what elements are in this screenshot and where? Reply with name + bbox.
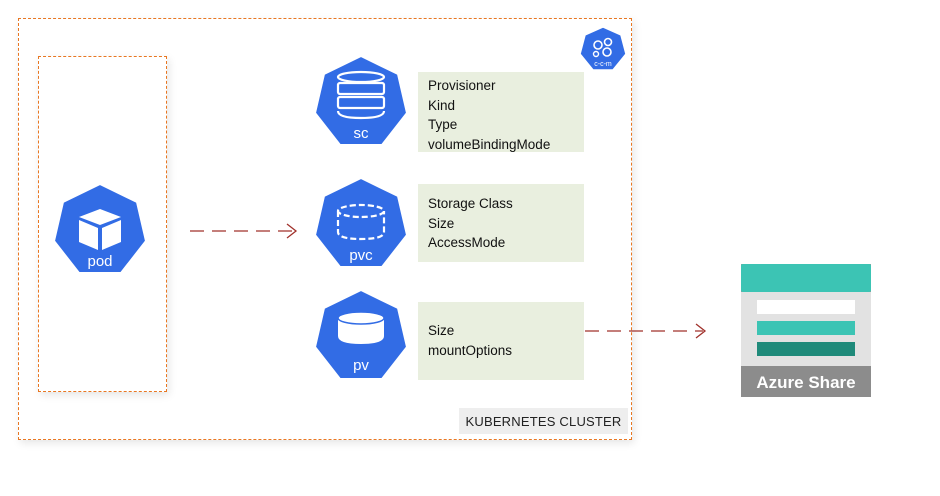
pv-field: mountOptions [428,342,513,358]
sc-label: sc [354,125,370,142]
pv-field: Size [428,323,455,338]
pod-icon: pod [52,182,148,274]
storage-class-icon: sc [313,54,409,146]
azure-share-label: Azure Share [756,373,855,392]
pv-label: pv [353,357,369,374]
cloud-controller-manager-icon: c-c-m [579,26,627,71]
pv-info-box: Size mountOptions [418,302,584,380]
pv-to-azure-arrow [585,323,707,339]
pvc-label: pvc [349,247,373,264]
pod-to-pvc-arrow [190,223,298,239]
sc-field: Type [428,117,458,132]
volume-claim-icon: pvc [313,176,409,268]
pvc-field: AccessMode [428,235,506,250]
pvc-field: Size [428,215,455,231]
pvc-info-box: Storage Class Size AccessMode [418,184,584,262]
sc-info-box: Provisioner Kind Type volumeBindingMode [418,72,584,152]
pod-boundary [38,56,167,392]
ccm-badge-text: c-c-m [594,61,612,68]
sc-field: Kind [428,97,456,113]
sc-field: volumeBindingMode [428,136,551,152]
persistent-volume-icon: pv [313,288,409,380]
kubernetes-cluster-boundary [18,18,632,440]
cluster-label: KUBERNETES CLUSTER [459,408,628,434]
pvc-field: Storage Class [428,196,513,211]
azure-files-share-icon: Azure Share [741,264,871,397]
sc-field: Provisioner [428,78,496,93]
pod-label: pod [87,253,112,270]
